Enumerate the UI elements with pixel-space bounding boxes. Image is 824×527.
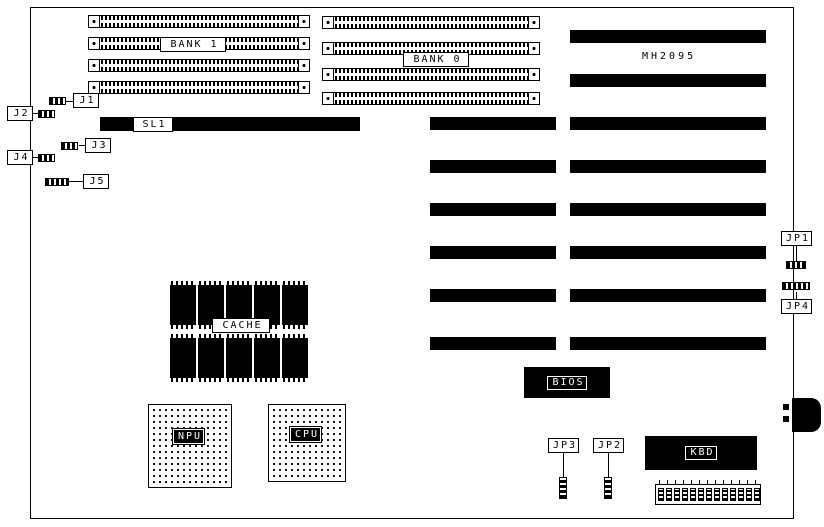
jp2-pins-icon [604,477,612,499]
jp3-leader-line [563,453,564,477]
kbd-label: KBD [685,446,717,460]
simm-slot [322,68,540,81]
jp4-label: JP4 [781,299,813,314]
jp2-label: JP2 [593,438,625,453]
cache-chip [282,281,308,329]
jp1-pins-icon [786,261,806,269]
expansion-slot [570,289,766,302]
expansion-slot [570,74,766,87]
j1-pins-icon [49,97,66,105]
power-pin [754,488,760,501]
cache-chip [254,334,280,382]
expansion-slot [570,203,766,216]
expansion-slot [430,289,556,302]
chipset-label: MH2095 [642,51,697,62]
expansion-slot [570,30,766,43]
expansion-slot [570,160,766,173]
bank0-label: BANK 0 [403,52,469,67]
mount-pad [783,416,789,422]
jp2-leader-line [608,453,609,477]
power-pin [722,488,728,501]
j5-leader-line [69,181,83,182]
j3-pins-icon [61,142,78,150]
sl1-label: SL1 [133,117,173,132]
expansion-slot [430,246,556,259]
expansion-slot [570,337,766,350]
power-pin [698,488,704,501]
power-pin [674,488,680,501]
expansion-slot [430,337,556,350]
power-pin [730,488,736,501]
j4-leader-line [33,157,38,158]
simm-slot [88,81,310,94]
power-pin [666,488,672,501]
power-pin [738,488,744,501]
j4-label: J4 [7,150,33,165]
cache-chip [282,334,308,382]
jp1-leader-line [796,246,797,261]
j1-label: J1 [73,93,99,108]
cpu-label: CPU [290,427,322,442]
expansion-slot [430,117,556,130]
j1-leader-line [66,101,73,102]
j3-label: J3 [85,138,111,153]
expansion-slot [430,160,556,173]
j4-pins-icon [38,154,55,162]
power-pin [690,488,696,501]
cpu-socket [268,404,346,482]
jp4-pins-icon [782,282,810,290]
simm-slot [88,15,310,28]
jp3-pins-icon [559,477,567,499]
npu-socket [148,404,232,488]
npu-label: NPU [173,429,205,444]
jp4-leader-line [796,292,797,299]
expansion-slot [570,117,766,130]
simm-slot [88,59,310,72]
jp3-label: JP3 [548,438,580,453]
power-pin [682,488,688,501]
simm-slot [322,16,540,29]
j3-leader-line [79,145,85,146]
power-pin [746,488,752,501]
bank1-label: BANK 1 [160,37,226,52]
mount-pad [783,404,789,410]
expansion-slot [430,203,556,216]
cache-chip [226,334,252,382]
expansion-slot [570,246,766,259]
cache-chip [198,334,224,382]
bios-label: BIOS [547,375,587,390]
cache-label: CACHE [212,318,270,333]
power-pin [714,488,720,501]
kbd-chip: KBD [645,436,757,470]
keyboard-port-icon [792,398,821,432]
j2-label: J2 [7,106,33,121]
j2-leader-line [33,113,38,114]
simm-slot [322,92,540,105]
bios-chip: BIOS [524,367,610,398]
j2-pins-icon [38,110,55,118]
power-pin [706,488,712,501]
cache-chip [198,281,224,329]
jp1-label: JP1 [781,231,813,246]
j5-label: J5 [83,174,109,189]
power-pin [658,488,664,501]
j5-pins-icon [45,178,69,186]
cache-chip [170,334,196,382]
power-connector [655,480,761,505]
cache-chip [170,281,196,329]
